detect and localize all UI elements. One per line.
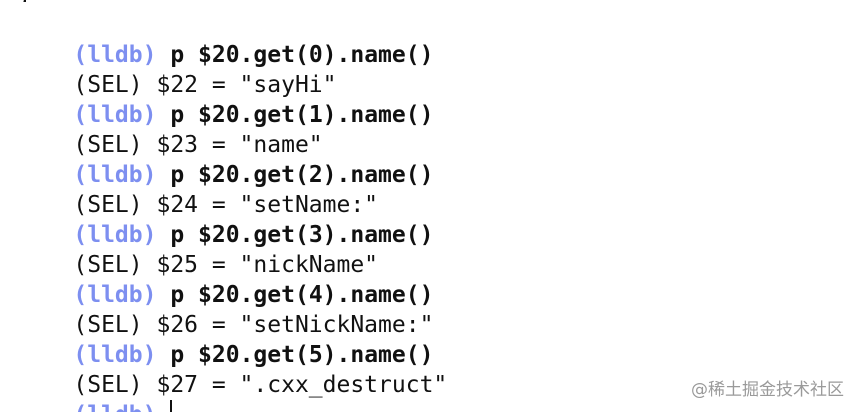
command-text: p $20.get(2).name() xyxy=(170,162,434,188)
output-line-4: (SEL) $26 = "setNickName:" xyxy=(18,280,433,338)
command-line-4: (lldb) p $20.get(4).name() xyxy=(18,250,433,308)
output-line-0: (SEL) $22 = "sayHi" xyxy=(18,40,336,98)
command-line-0: (lldb) p $20.get(0).name() xyxy=(18,10,433,68)
command-text: p $20.get(4).name() xyxy=(170,282,434,308)
output-text: (SEL) $22 = "sayHi" xyxy=(73,72,337,98)
lldb-prompt: (lldb) xyxy=(73,162,157,188)
output-text: (SEL) $25 = "nickName" xyxy=(73,252,379,278)
output-text: (SEL) $27 = ".cxx_destruct" xyxy=(73,372,448,398)
output-line-3: (SEL) $25 = "nickName" xyxy=(18,220,378,278)
command-line-5: (lldb) p $20.get(5).name() xyxy=(18,310,433,368)
command-text: p $20.get(5).name() xyxy=(170,342,434,368)
lldb-prompt: (lldb) xyxy=(73,402,156,412)
command-line-2: (lldb) p $20.get(2).name() xyxy=(18,130,433,188)
previous-output-fragment: } xyxy=(18,0,26,2)
output-text: (SEL) $24 = "setName:" xyxy=(73,192,379,218)
command-line-1: (lldb) p $20.get(1).name() xyxy=(18,70,433,128)
lldb-prompt: (lldb) xyxy=(73,102,157,128)
lldb-prompt: (lldb) xyxy=(73,42,157,68)
watermark: @稀土掘金技术社区 xyxy=(691,380,844,400)
command-text: p $20.get(1).name() xyxy=(170,102,434,128)
text-cursor xyxy=(170,400,173,412)
lldb-prompt: (lldb) xyxy=(73,342,157,368)
command-line-3: (lldb) p $20.get(3).name() xyxy=(18,190,433,248)
lldb-prompt: (lldb) xyxy=(73,282,157,308)
command-text: p $20.get(0).name() xyxy=(170,42,434,68)
output-text: (SEL) $26 = "setNickName:" xyxy=(73,312,434,338)
output-line-5: (SEL) $27 = ".cxx_destruct" xyxy=(18,340,447,398)
command-text: p $20.get(3).name() xyxy=(170,222,434,248)
output-line-2: (SEL) $24 = "setName:" xyxy=(18,160,378,218)
output-line-1: (SEL) $23 = "name" xyxy=(18,100,322,158)
lldb-prompt: (lldb) xyxy=(73,222,157,248)
output-text: (SEL) $23 = "name" xyxy=(73,132,323,158)
input-line[interactable]: (lldb) xyxy=(18,370,173,412)
